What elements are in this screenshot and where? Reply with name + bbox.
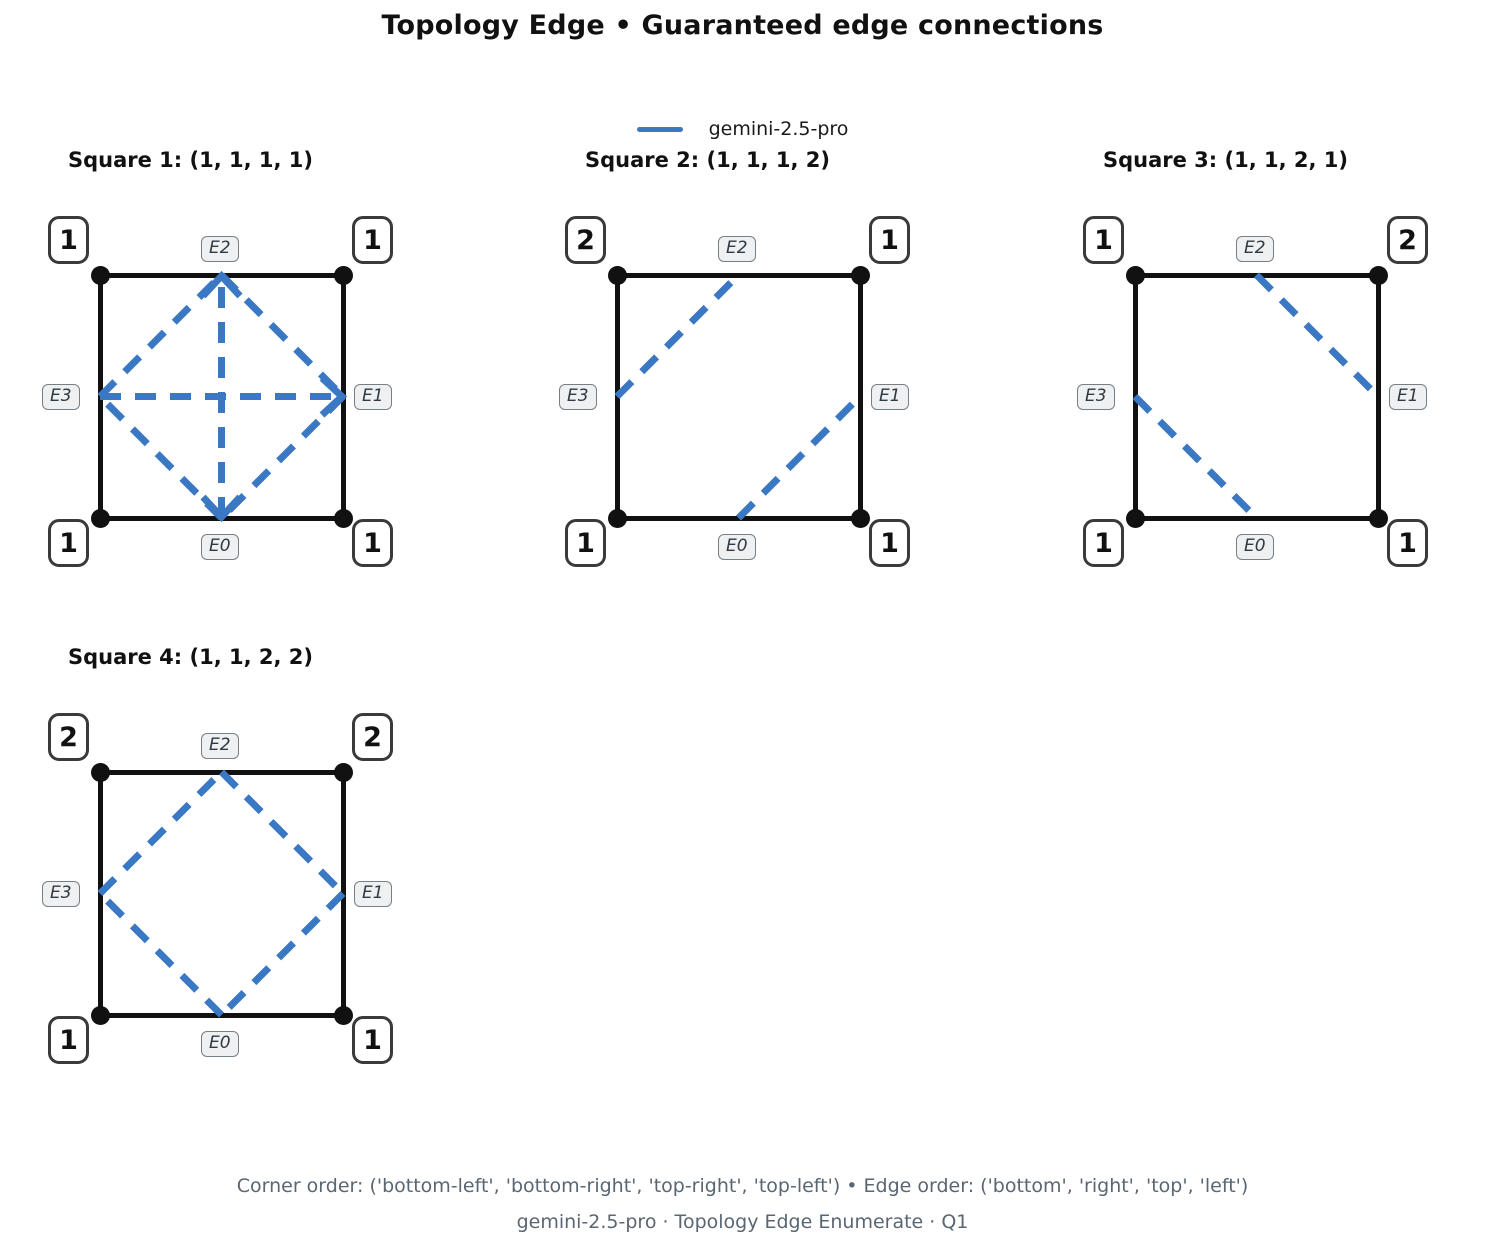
corner-dot-bottom-right [1368, 508, 1388, 528]
panel-square-4: Square 4: (1, 1, 2, 2) 2 2 1 1 E2 E0 E3 [38, 645, 393, 1068]
square-graphic: 1 2 1 1 E2 E0 E3 E1 [1073, 206, 1428, 571]
edge-badge-right: E1 [1389, 384, 1427, 410]
edge-badge-left: E3 [1077, 384, 1115, 410]
square-edge-left [97, 772, 103, 1015]
link-E2-E1 [219, 769, 346, 896]
panel-square-1: Square 1: (1, 1, 1, 1) 1 [38, 148, 393, 571]
edge-badge-bottom: E0 [1236, 534, 1274, 560]
corner-badge-top-right: 1 [352, 216, 393, 264]
edge-badge-top: E2 [718, 236, 756, 262]
edge-badge-right: E1 [871, 384, 909, 410]
edge-badge-left: E3 [42, 881, 80, 907]
corner-badge-top-left: 2 [565, 216, 606, 264]
edge-badge-right: E1 [354, 384, 392, 410]
edge-badge-bottom: E0 [201, 534, 239, 560]
corner-dot-bottom-left [90, 508, 110, 528]
arrowhead-E1-right [319, 375, 348, 418]
corner-badge-bottom-left: 1 [48, 1016, 89, 1064]
edge-badge-bottom: E0 [718, 534, 756, 560]
corner-badge-bottom-left: 1 [565, 519, 606, 567]
connection-links [97, 769, 346, 1018]
corner-dot-top-left [90, 265, 110, 285]
square-edge-right [1375, 275, 1381, 518]
square-graphic: 1 1 1 1 E2 E0 E3 E1 [38, 206, 393, 571]
link-E0-E3 [97, 394, 224, 521]
edge-badge-bottom: E0 [201, 1031, 239, 1057]
square-edge-bottom [1135, 515, 1378, 521]
edge-badge-left: E3 [559, 384, 597, 410]
page-title: Topology Edge • Guaranteed edge connecti… [381, 10, 1104, 41]
corner-badge-bottom-right: 1 [352, 519, 393, 567]
corner-dot-bottom-right [333, 1005, 353, 1025]
corner-badge-top-left: 1 [1083, 216, 1124, 264]
panel-title: Square 2: (1, 1, 1, 2) [584, 148, 831, 172]
corner-badge-bottom-left: 1 [1083, 519, 1124, 567]
corner-badge-bottom-right: 1 [1387, 519, 1428, 567]
link-E0-E1 [736, 394, 863, 521]
corner-badge-top-right: 2 [352, 713, 393, 761]
panel-title: Square 3: (1, 1, 2, 1) [1102, 148, 1349, 172]
arrowhead-E0-down [200, 494, 243, 523]
edge-badge-top: E2 [201, 236, 239, 262]
square-graphic: 2 2 1 1 E2 E0 E3 E1 [38, 703, 393, 1068]
link-E3-E0 [1132, 394, 1259, 521]
link-E3-E2 [97, 769, 224, 896]
corner-dot-top-right [333, 762, 353, 782]
corner-badge-bottom-right: 1 [352, 1016, 393, 1064]
square-edge-left [1132, 275, 1138, 518]
corner-dot-top-left [90, 762, 110, 782]
corner-badge-top-left: 2 [48, 713, 89, 761]
arrowhead-E2-up [200, 270, 243, 299]
footer-attribution: gemini-2.5-pro · Topology Edge Enumerate… [516, 1211, 969, 1233]
corner-dot-bottom-right [333, 508, 353, 528]
edge-badge-top: E2 [201, 733, 239, 759]
corner-dot-bottom-left [607, 508, 627, 528]
corner-badge-top-left: 1 [48, 216, 89, 264]
corner-badge-top-right: 1 [869, 216, 910, 264]
corner-dot-top-right [850, 265, 870, 285]
link-E1-E0 [219, 394, 346, 521]
square-graphic: 2 1 1 1 E2 E0 E3 E1 [555, 206, 910, 571]
link-E2-E1 [1254, 272, 1381, 399]
panel-square-3: Square 3: (1, 1, 2, 1) 1 2 1 1 E2 E0 E3 … [1073, 148, 1428, 571]
legend: gemini-2.5-pro [0, 118, 1485, 140]
connection-links [97, 270, 348, 523]
panel-square-2: Square 2: (1, 1, 1, 2) 2 1 1 1 E2 E0 E3 … [555, 148, 910, 571]
connection-links [1132, 272, 1381, 521]
corner-badge-bottom-left: 1 [48, 519, 89, 567]
corner-dot-top-left [1125, 265, 1145, 285]
link-E3-E2 [614, 272, 741, 399]
square-edge-right [857, 275, 863, 518]
corner-dot-top-right [1368, 265, 1388, 285]
corner-dot-top-left [607, 265, 627, 285]
legend-line-swatch [636, 126, 683, 132]
legend-label: gemini-2.5-pro [708, 118, 849, 140]
link-E3-E2 [97, 272, 224, 399]
edge-badge-left: E3 [42, 384, 80, 410]
edge-badge-right: E1 [354, 881, 392, 907]
edge-badge-top: E2 [1236, 236, 1274, 262]
corner-dot-top-right [333, 265, 353, 285]
panel-title: Square 4: (1, 1, 2, 2) [67, 645, 314, 669]
link-E0-E3 [97, 891, 224, 1018]
corner-badge-bottom-right: 1 [869, 519, 910, 567]
link-E2-E1 [219, 272, 346, 399]
square-edge-left [614, 275, 620, 518]
footer-order-note: Corner order: ('bottom-left', 'bottom-ri… [236, 1175, 1249, 1197]
corner-dot-bottom-left [90, 1005, 110, 1025]
corner-dot-bottom-right [850, 508, 870, 528]
corner-badge-top-right: 2 [1387, 216, 1428, 264]
link-E1-E0 [219, 891, 346, 1018]
panel-title: Square 1: (1, 1, 1, 1) [67, 148, 314, 172]
connection-links [614, 272, 863, 521]
corner-dot-bottom-left [1125, 508, 1145, 528]
square-edge-top [617, 272, 860, 278]
